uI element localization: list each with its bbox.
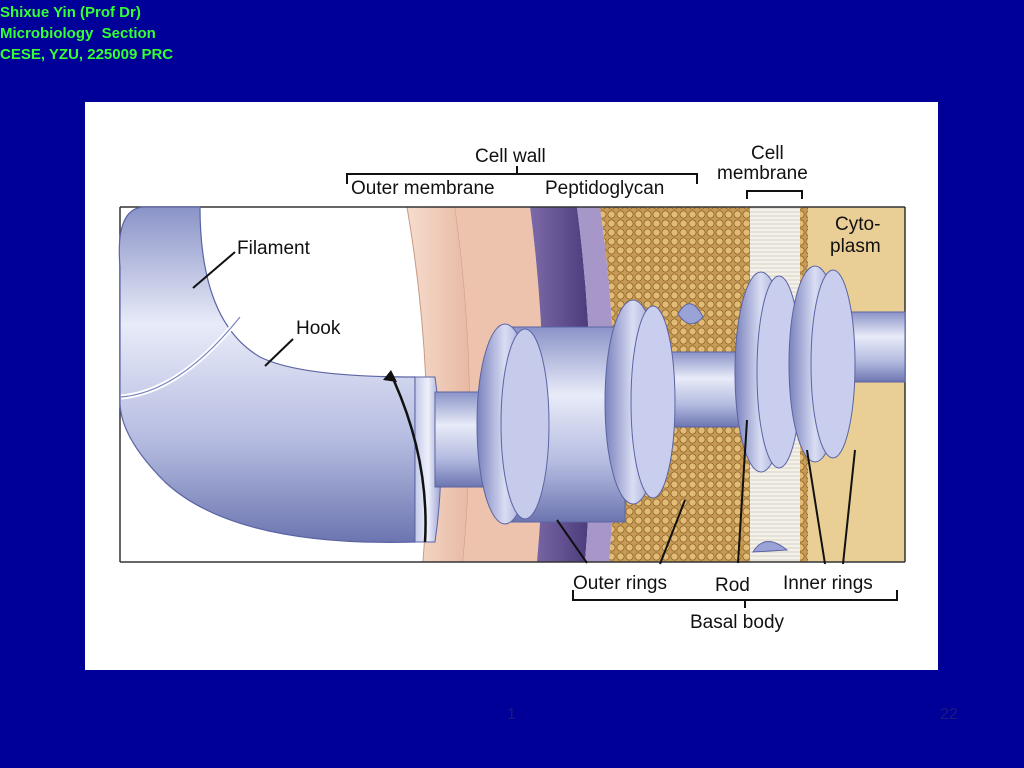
- label-hook: Hook: [296, 318, 341, 339]
- affiliation-line: CESE, YZU, 225009 PRC: [0, 46, 174, 63]
- label-outer-membrane: Outer membrane: [351, 178, 495, 199]
- label-peptidoglycan: Peptidoglycan: [545, 178, 664, 199]
- basal-body-rod: [434, 265, 906, 553]
- flagellum-diagram: Cell wall Outer membrane Peptidoglycan C…: [85, 102, 938, 670]
- slide-header: Shixue Yin (Prof Dr) Microbiology Sectio…: [0, 2, 173, 65]
- flagellum-illustration: Cell wall Outer membrane Peptidoglycan C…: [118, 143, 906, 633]
- section-line: Microbiology Section: [0, 25, 156, 42]
- label-rod: Rod: [715, 575, 750, 596]
- label-cytoplasm-line1: Cyto-: [835, 214, 880, 235]
- label-cell-wall: Cell wall: [475, 146, 546, 167]
- label-inner-rings: Inner rings: [783, 573, 873, 594]
- label-cytoplasm-line2: plasm: [830, 236, 881, 257]
- author-line: Shixue Yin (Prof Dr): [0, 4, 141, 21]
- label-outer-rings: Outer rings: [573, 573, 667, 594]
- slide-number-right: 22: [940, 706, 958, 723]
- label-filament: Filament: [237, 238, 311, 259]
- label-cell-membrane-line1: Cell: [751, 143, 784, 164]
- label-basal-body: Basal body: [690, 612, 785, 633]
- slide-number-center: 1: [507, 706, 516, 723]
- label-brackets: [192, 166, 898, 608]
- filament-hook-tube: [118, 206, 442, 543]
- diagram-labels: Cell wall Outer membrane Peptidoglycan C…: [237, 143, 881, 633]
- label-cell-membrane-line2: membrane: [717, 163, 808, 184]
